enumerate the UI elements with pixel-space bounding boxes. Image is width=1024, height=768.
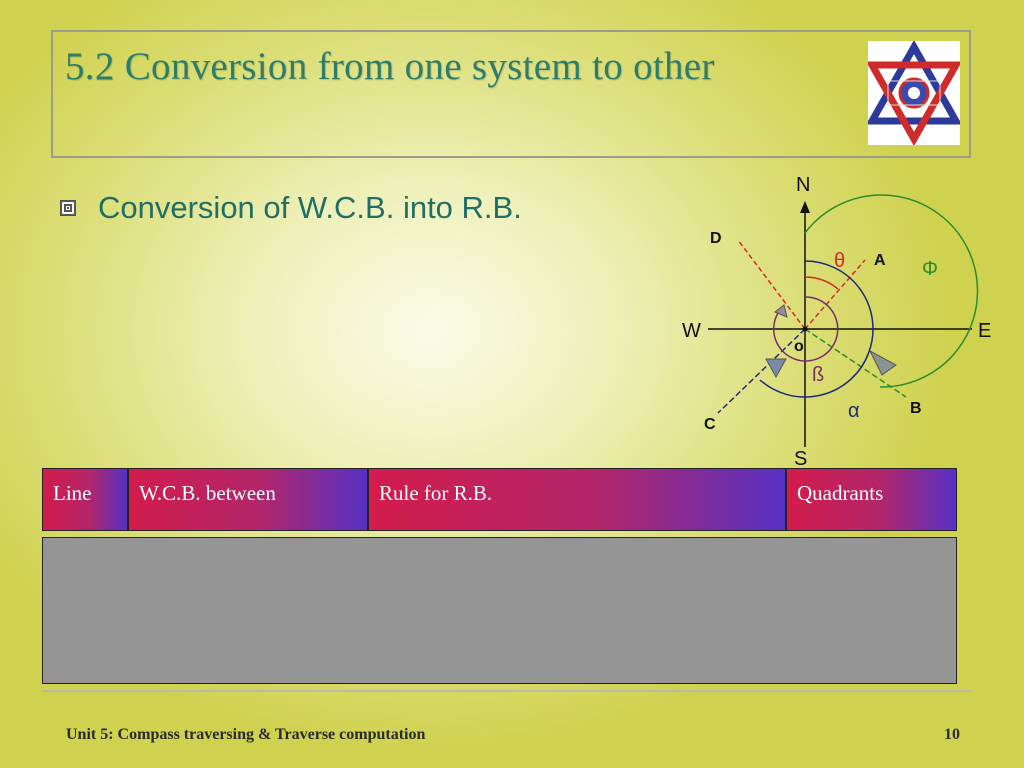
line-ob: [804, 328, 907, 398]
bullet-point: Conversion of W.C.B. into R.B.: [60, 190, 522, 226]
east-label: E: [978, 320, 991, 342]
north-arrow-icon: [800, 201, 810, 213]
beta-label: ß: [812, 364, 824, 386]
table-body: [42, 537, 957, 684]
south-label: S: [794, 448, 807, 465]
header-quadrants: Quadrants: [786, 468, 957, 531]
title-box: 5.2 Conversion from one system to other: [51, 30, 971, 158]
theta-label: θ: [834, 250, 845, 272]
alpha-label: α: [848, 400, 860, 422]
square-bullet-icon: [60, 200, 76, 216]
point-d-label: D: [710, 230, 722, 247]
point-b-label: B: [910, 400, 922, 417]
table-header-row: Line W.C.B. between Rule for R.B. Quadra…: [42, 468, 957, 531]
header-rule-for-rb: Rule for R.B.: [368, 468, 786, 531]
footer-page-number: 10: [944, 726, 960, 743]
conversion-table: Line W.C.B. between Rule for R.B. Quadra…: [42, 468, 957, 684]
point-c-label: C: [704, 416, 716, 433]
line-oc: [717, 328, 806, 414]
point-a-label: A: [874, 252, 886, 269]
university-logo: [865, 39, 963, 147]
line-od: [737, 239, 806, 330]
alpha-arc: [759, 260, 874, 398]
footer-divider: [42, 690, 972, 692]
origin-label: o: [794, 338, 804, 355]
theta-arc: [804, 276, 839, 290]
bullet-text: Conversion of W.C.B. into R.B.: [98, 190, 522, 225]
beta-arrow-icon: [774, 304, 788, 318]
header-line: Line: [42, 468, 128, 531]
bearing-diagram: N S E W o A B C D θ Φ ß α: [660, 165, 1010, 470]
north-label: N: [796, 174, 810, 196]
footer-course: Unit 5: Compass traversing & Traverse co…: [66, 726, 426, 743]
line-oa: [804, 259, 866, 330]
phi-label: Φ: [922, 258, 938, 280]
west-label: W: [682, 320, 701, 342]
slide-title: 5.2 Conversion from one system to other: [65, 45, 715, 88]
beta-arc: [773, 296, 839, 362]
phi-arc: [804, 194, 979, 388]
phi-arrow-icon: [868, 349, 897, 376]
alpha-arrow-icon: [765, 358, 787, 379]
header-wcb-between: W.C.B. between: [128, 468, 368, 531]
